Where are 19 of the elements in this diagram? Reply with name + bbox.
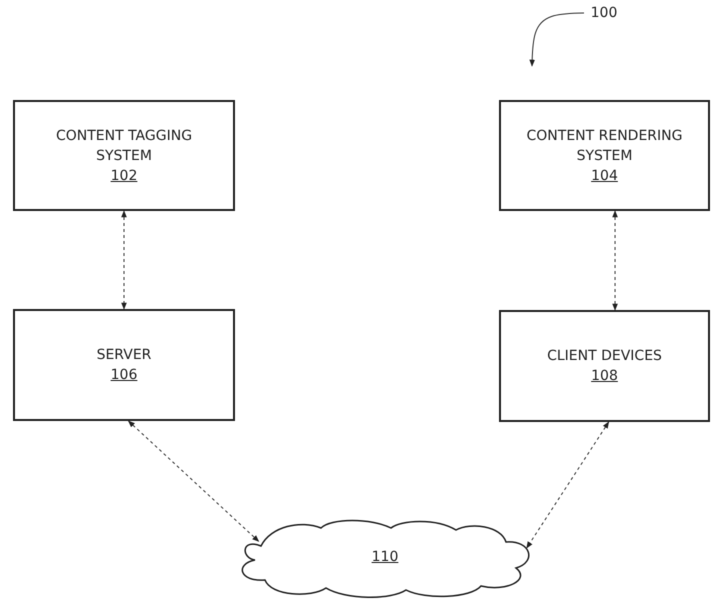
reference-arrow xyxy=(529,12,584,67)
connector-arrow xyxy=(526,421,610,549)
reference-number: 102 xyxy=(110,166,138,186)
reference-number: 104 xyxy=(591,166,618,186)
reference-number: 100 xyxy=(590,4,618,23)
reference-number: 108 xyxy=(591,367,618,386)
node-label: CONTENT TAGGING SYSTEM xyxy=(54,126,194,166)
process-box xyxy=(13,100,235,211)
connector-arrow xyxy=(128,420,260,542)
node-label: CONTENT RENDERING SYSTEM xyxy=(526,126,684,166)
connector-arrow xyxy=(612,210,618,311)
reference-number: 110 xyxy=(372,548,398,567)
reference-number: 106 xyxy=(110,366,138,385)
process-box xyxy=(499,310,710,422)
process-box xyxy=(13,309,235,421)
node-label: SERVER xyxy=(96,346,152,365)
node-label: CLIENT DEVICES xyxy=(547,347,662,366)
process-box xyxy=(499,100,710,211)
connector-arrow xyxy=(121,210,127,310)
